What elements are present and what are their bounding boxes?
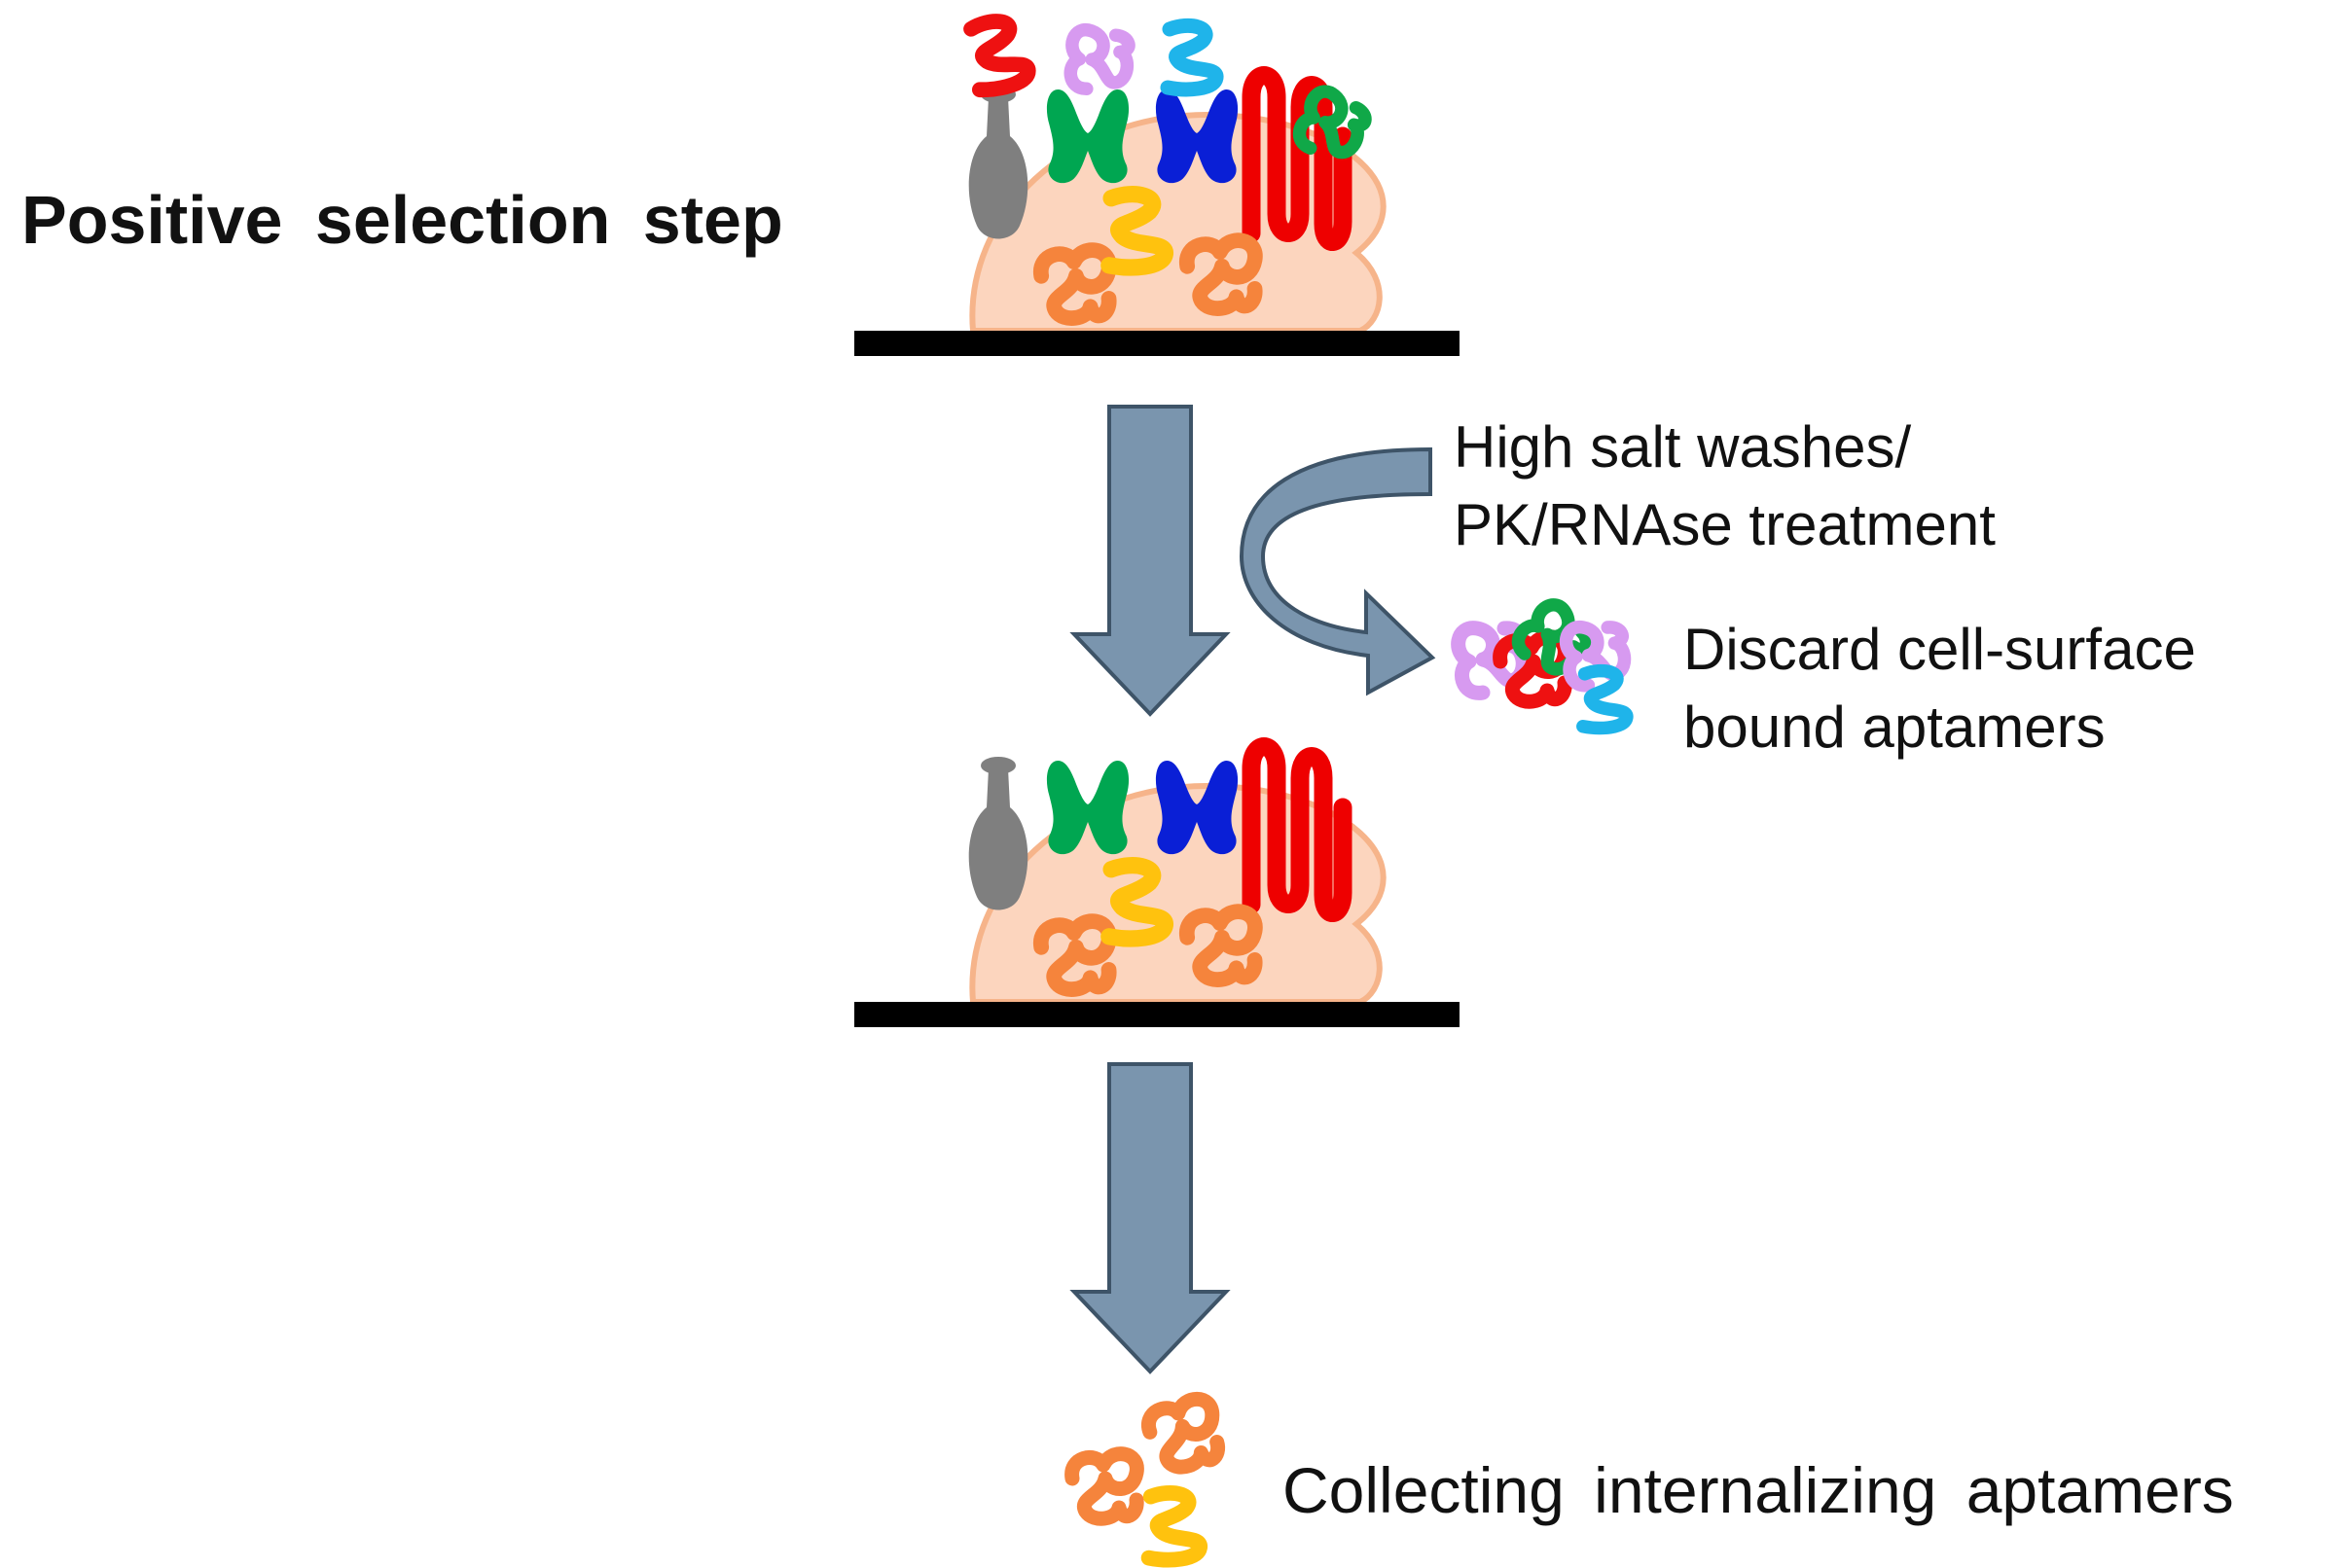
top-surface-bar — [854, 331, 1460, 356]
wash-step-line-2: PK/RNAse treatment — [1454, 492, 1996, 557]
top-bound-aptamer — [1168, 25, 1216, 89]
collected-aptamer-cluster — [1072, 1397, 1221, 1560]
discarded-aptamer-cluster — [1459, 599, 1627, 728]
diagram-title: Positive selection step — [21, 182, 783, 258]
wash-step-line-1: High salt washes/ — [1454, 414, 1912, 480]
top-bound-aptamer — [1064, 28, 1132, 96]
wash-step-label: High salt washes/PK/RNAse treatment — [1454, 409, 1996, 564]
collected-aptamer — [1072, 1454, 1137, 1519]
discard-step-line-2: bound aptamers — [1683, 695, 2106, 760]
discard-step-label: Discard cell-surface bound aptamers — [1683, 611, 2196, 766]
top-grey-receptor — [968, 97, 1028, 239]
top-cell-scene — [854, 17, 1460, 356]
collected-aptamer — [1145, 1397, 1220, 1472]
down-arrow-2 — [1072, 1062, 1228, 1373]
curved-wash-arrow — [1239, 446, 1436, 696]
top-bound-aptamer — [968, 17, 1030, 91]
down-arrow-1 — [1072, 405, 1228, 716]
discard-step-line-1: Discard cell-surface — [1683, 617, 2196, 682]
bottom-grey-receptor — [968, 768, 1028, 910]
bottom-surface-bar — [854, 1002, 1460, 1027]
collect-step-label: Collecting internalizing aptamers — [1282, 1454, 2234, 1526]
bottom-cell-scene — [854, 747, 1460, 1027]
collected-aptamer — [1149, 1493, 1201, 1560]
